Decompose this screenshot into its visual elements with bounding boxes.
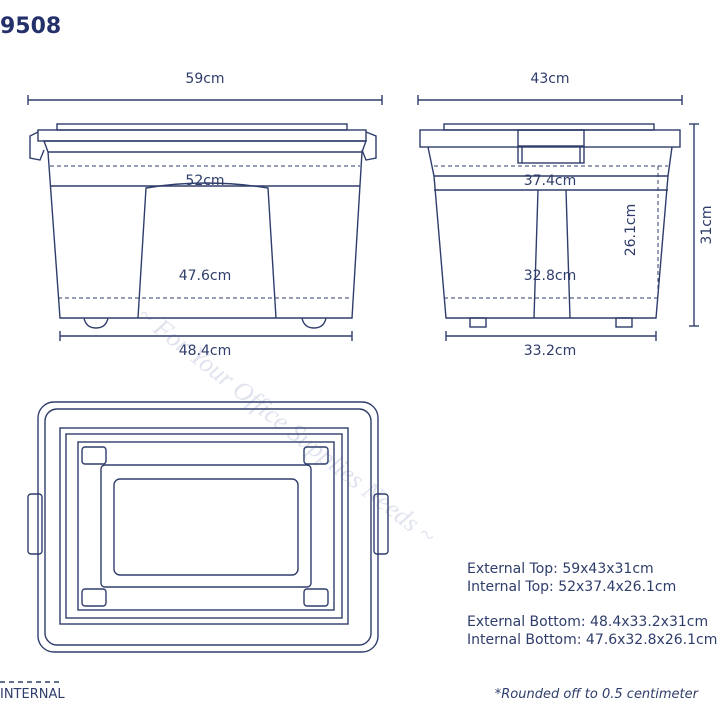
spec-internal-bottom: Internal Bottom: 47.6x32.8x26.1cm [467,632,718,648]
label-side-external-top: 59cm [185,71,225,87]
label-side-internal-bottom: 47.6cm [178,268,232,284]
label-side-internal-top: 52cm [185,173,225,189]
spec-external-bottom: External Bottom: 48.4x33.2x31cm [467,614,709,630]
side-lid-top [56,123,348,131]
end-body [427,146,673,319]
end-lid-top [443,123,655,131]
side-body [43,140,367,319]
legend-internal-label: INTERNAL [0,687,65,702]
end-foot-left [469,317,487,328]
top-view-inner [77,441,335,611]
label-internal-height: 26.1cm [623,203,639,257]
label-end-internal-bottom: 32.8cm [523,268,577,284]
label-end-external-top: 43cm [530,71,570,87]
side-handle-left [29,131,45,161]
end-foot-right [615,317,633,328]
top-view-panel [113,478,299,576]
label-side-external-bottom: 48.4cm [178,343,232,359]
side-lid-rim [37,129,367,142]
label-external-height: 31cm [699,205,715,245]
side-foot-left [83,317,109,329]
top-view-lid [59,427,349,625]
spec-internal-top: Internal Top: 52x37.4x26.1cm [467,579,677,595]
top-view-outer [37,401,379,653]
internal-dashed-lines [50,165,668,299]
side-foot-right [301,317,327,329]
end-lid-rim [419,129,681,148]
model-number: 9508 [0,14,62,39]
spec-external-top: External Top: 59x43x31cm [467,561,654,577]
label-end-external-bottom: 33.2cm [523,343,577,359]
top-view-handle-left [27,493,43,555]
top-view-handle-right [373,493,389,555]
footnote: *Rounded off to 0.5 centimeter [494,687,698,702]
end-clip [517,129,585,146]
label-end-internal-top: 37.4cm [523,173,577,189]
side-panel [137,182,277,319]
side-handle-right [361,131,377,161]
